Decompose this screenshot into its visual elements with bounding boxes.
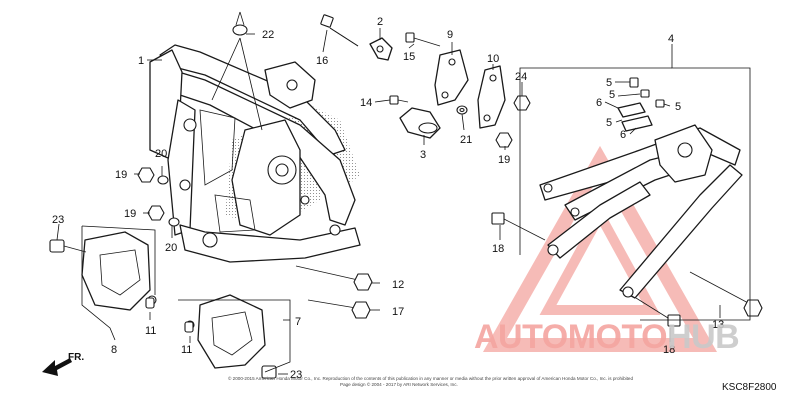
copyright-line-1: © 2000-2015 American Honda Motor Co., In…	[228, 375, 633, 381]
callout-5-d: 5	[606, 117, 612, 129]
callout-17: 17	[392, 306, 404, 318]
bolt-17	[307, 299, 371, 319]
washer-21	[456, 105, 468, 115]
washer-20-a	[157, 175, 169, 185]
washer-20-b	[168, 217, 180, 227]
nut-19-a	[495, 132, 513, 148]
grommet-11-b	[184, 321, 194, 333]
callout-22: 22	[262, 29, 274, 41]
nut-19-b	[137, 167, 155, 183]
grommet-11-a	[145, 297, 155, 309]
callout-labels: 1 2 3 4 5 5 5 5 6 6 7 8 9 10 11 11 12 13…	[52, 16, 724, 381]
leader-lines	[56, 28, 751, 375]
watermark-word-part1: AUTOMOTO	[474, 318, 667, 356]
callout-23-a: 23	[52, 214, 64, 226]
front-direction-arrow: FR.	[42, 352, 84, 376]
bolt-23-a	[49, 239, 87, 253]
callout-1: 1	[138, 55, 144, 67]
callout-8: 8	[111, 344, 117, 356]
copyright-line-2: Page design © 2004 - 2017 by ARI Network…	[340, 381, 458, 387]
callout-15: 15	[403, 51, 415, 63]
cover-left	[81, 231, 157, 311]
callout-21: 21	[460, 134, 472, 146]
callout-18-b: 18	[663, 344, 675, 356]
diagram-part-code: KSC8F2800	[722, 382, 777, 393]
sub-frame	[539, 77, 743, 299]
nut-19-c	[147, 205, 165, 221]
bolt-15	[405, 32, 441, 47]
callout-14: 14	[360, 97, 372, 109]
front-direction-label: FR.	[68, 352, 84, 363]
plate-10	[477, 65, 506, 129]
callout-9: 9	[447, 29, 453, 41]
cover-right	[185, 294, 266, 369]
callout-11-b: 11	[181, 344, 192, 356]
bolt-13	[689, 271, 763, 317]
callout-6-b: 6	[620, 129, 626, 141]
callout-5-c: 5	[675, 101, 681, 113]
bolt-18-a	[491, 212, 546, 241]
callout-5-a: 5	[606, 77, 612, 89]
svg-text:AUTOMOTOHUB: AUTOMOTOHUB	[474, 318, 739, 356]
nut-24	[513, 95, 531, 111]
bolt-12	[295, 265, 373, 291]
callout-20-b: 20	[165, 242, 177, 254]
callout-19-c: 19	[498, 154, 510, 166]
callout-2: 2	[377, 16, 383, 28]
copyright-notice: © 2000-2015 American Honda Motor Co., In…	[228, 375, 633, 387]
plate-9	[434, 49, 469, 106]
main-frame	[149, 44, 361, 263]
callout-24: 24	[515, 71, 527, 83]
callout-16: 16	[316, 55, 328, 67]
callout-5-b: 5	[609, 89, 615, 101]
callout-18-a: 18	[492, 243, 504, 255]
clip-22	[232, 11, 248, 36]
callout-6-a: 6	[596, 97, 602, 109]
bracket-2	[369, 37, 393, 61]
callout-10: 10	[487, 53, 499, 65]
callout-19-b: 19	[124, 208, 136, 220]
watermark-word-part2: HUB	[667, 318, 739, 356]
callout-11-a: 11	[145, 325, 156, 337]
callout-19-a: 19	[115, 169, 127, 181]
callout-12: 12	[392, 279, 404, 291]
bracket-3	[399, 107, 441, 139]
callout-20-a: 20	[155, 148, 167, 160]
callout-7: 7	[295, 316, 301, 328]
callout-3: 3	[420, 149, 426, 161]
bolt-16	[320, 14, 359, 47]
watermark-wordmark: AUTOMOTOHUB	[474, 318, 740, 356]
callout-4: 4	[668, 33, 674, 45]
callout-13: 13	[712, 319, 724, 331]
bolt-14	[389, 95, 409, 105]
bolt-18-b	[635, 297, 681, 327]
callout-23-b: 23	[290, 369, 302, 381]
